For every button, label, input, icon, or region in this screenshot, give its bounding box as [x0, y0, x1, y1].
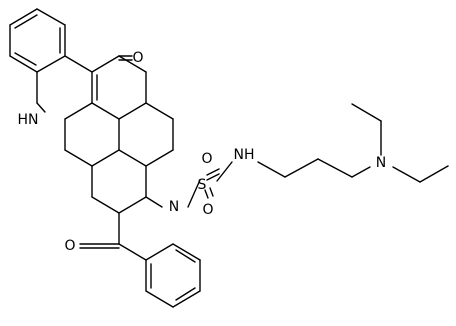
ketone-top: [118, 55, 133, 61]
atom-o-ketone-top: O: [132, 50, 143, 66]
acridone-ring-upper: [36, 55, 120, 120]
propyl-chain: [257, 158, 371, 178]
atom-o-ketone-bottom: O: [64, 238, 75, 254]
acridone-ring-lower: [91, 165, 163, 261]
ketone-bottom: [79, 243, 120, 249]
benzene-ring-central: [64, 55, 174, 167]
atom-nh-ring: HN: [18, 112, 39, 128]
diethylamino-group: [351, 103, 449, 183]
atom-o-sulfonyl-lower: O: [202, 202, 213, 218]
atom-nh-sulfonamide: NH: [234, 147, 255, 163]
atom-n-amine: N: [376, 155, 386, 171]
benzene-ring-bottom: [145, 243, 201, 308]
sulfonamide-group: [187, 161, 233, 208]
benzene-ring-top-left: [9, 8, 66, 73]
atom-s-sulfonyl: S: [198, 177, 207, 193]
atom-o-sulfonyl-upper: O: [201, 151, 212, 167]
atom-n-ring: N: [169, 199, 179, 215]
